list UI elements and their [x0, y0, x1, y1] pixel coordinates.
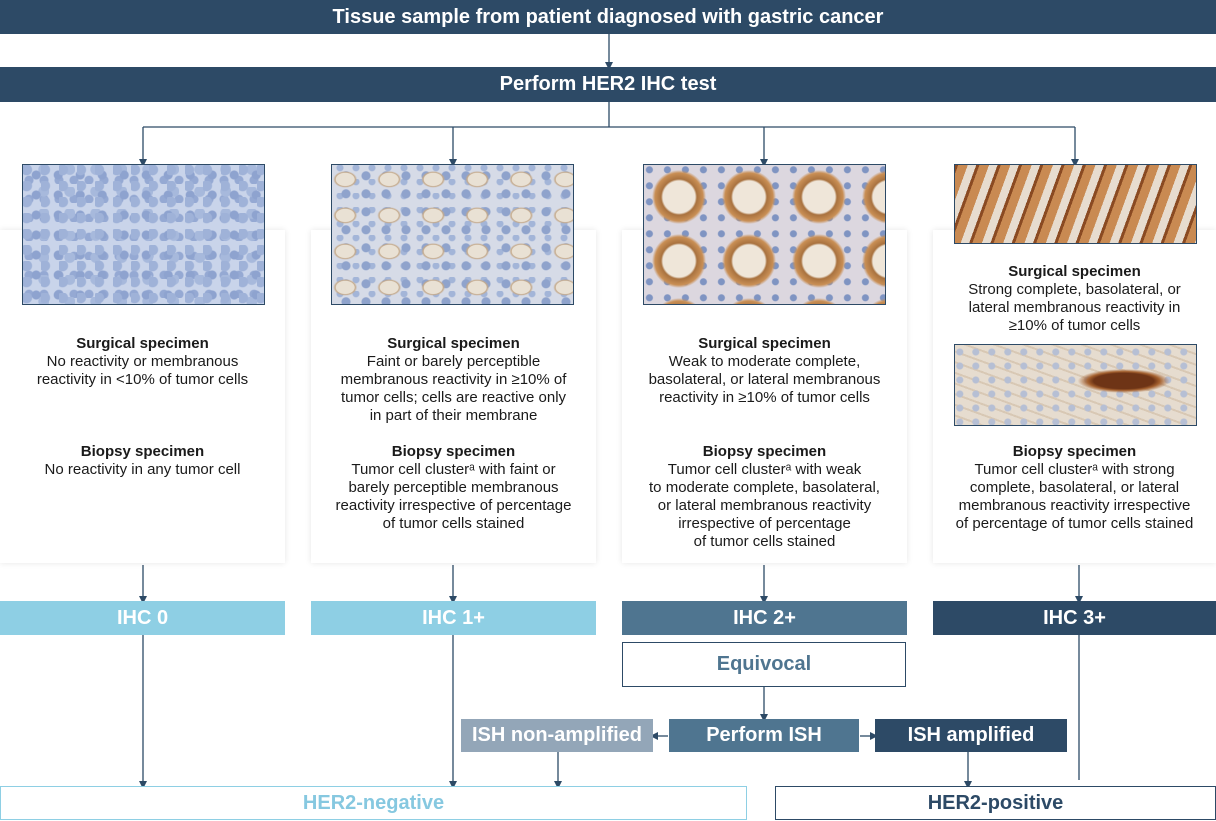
col4-biopsy-text: Tumor cell clusterᵃ with strong complete…	[955, 461, 1194, 532]
col4-ihc3-micrograph-top	[954, 164, 1197, 244]
col1-surgical: Surgical specimen No reactivity or membr…	[0, 335, 285, 389]
equivocal-label: Equivocal	[716, 653, 812, 675]
perform-ish-box: Perform ISH	[669, 719, 859, 752]
col2-ihc1-micrograph	[331, 164, 574, 305]
ihc3-score-box: IHC 3+	[933, 601, 1216, 635]
col3-biopsy: Biopsy specimen Tumor cell clusterᵃ with…	[622, 443, 907, 551]
col3-surgical-text: Weak to moderate complete, basolateral, …	[648, 353, 881, 406]
her2-negative-label: HER2-negative	[302, 791, 445, 814]
col4-biopsy-title: Biopsy specimen	[1012, 443, 1137, 460]
col4-ihc3-micrograph-biopsy	[954, 344, 1197, 426]
her2-positive-label: HER2-positive	[927, 791, 1064, 814]
col3-ihc2-micrograph	[643, 164, 886, 305]
col3-surgical: Surgical specimen Weak to moderate compl…	[622, 335, 907, 407]
ihc1-score-label: IHC 1+	[422, 606, 485, 629]
ihc1-score-box: IHC 1+	[311, 601, 596, 635]
col2-biopsy: Biopsy specimen Tumor cell clusterᵃ with…	[311, 443, 596, 533]
ish-non-amplified-label: ISH non-amplified	[472, 724, 642, 746]
col1-biopsy-title: Biopsy specimen	[80, 443, 205, 460]
col1-biopsy: Biopsy specimen No reactivity in any tum…	[0, 443, 285, 479]
col4-surgical: Surgical specimen Strong complete, basol…	[933, 263, 1216, 335]
col4-biopsy: Biopsy specimen Tumor cell clusterᵃ with…	[933, 443, 1216, 533]
col3-biopsy-title: Biopsy specimen	[702, 443, 827, 460]
col1-surgical-text: No reactivity or membranous reactivity i…	[36, 353, 249, 388]
ish-amplified-box: ISH amplified	[875, 719, 1067, 752]
col4-surgical-title: Surgical specimen	[1008, 263, 1141, 280]
col2-biopsy-title: Biopsy specimen	[391, 443, 516, 460]
ihc-test-bar: Perform HER2 IHC test	[0, 67, 1216, 102]
col1-ihc0-micrograph	[22, 164, 265, 305]
ihc0-score-box: IHC 0	[0, 601, 285, 635]
col1-surgical-title: Surgical specimen	[76, 335, 209, 352]
ihc3-score-label: IHC 3+	[1043, 606, 1106, 629]
her2-positive-box: HER2-positive	[775, 786, 1216, 820]
col2-surgical: Surgical specimen Faint or barely percep…	[311, 335, 596, 425]
ihc2-score-box: IHC 2+	[622, 601, 907, 635]
ish-non-amplified-box: ISH non-amplified	[461, 719, 653, 752]
her2-negative-box: HER2-negative	[0, 786, 747, 820]
equivocal-box: Equivocal	[622, 642, 906, 687]
col2-biopsy-text: Tumor cell clusterᵃ with faint or barely…	[335, 461, 572, 532]
perform-ish-label: Perform ISH	[706, 724, 822, 746]
col1-biopsy-text: No reactivity in any tumor cell	[44, 461, 241, 478]
ihc-test-label: Perform HER2 IHC test	[499, 73, 717, 95]
col3-biopsy-text: Tumor cell clusterᵃ with weak to moderat…	[649, 461, 880, 550]
col4-surgical-text: Strong complete, basolateral, or lateral…	[968, 281, 1181, 334]
col3-surgical-title: Surgical specimen	[698, 335, 831, 352]
col2-surgical-title: Surgical specimen	[387, 335, 520, 352]
top-title-bar: Tissue sample from patient diagnosed wit…	[0, 0, 1216, 34]
top-title: Tissue sample from patient diagnosed wit…	[332, 5, 884, 28]
ihc2-score-label: IHC 2+	[733, 606, 796, 629]
ihc0-score-label: IHC 0	[116, 606, 169, 629]
ish-amplified-label: ISH amplified	[907, 724, 1035, 746]
col2-surgical-text: Faint or barely perceptible membranous r…	[340, 353, 567, 424]
